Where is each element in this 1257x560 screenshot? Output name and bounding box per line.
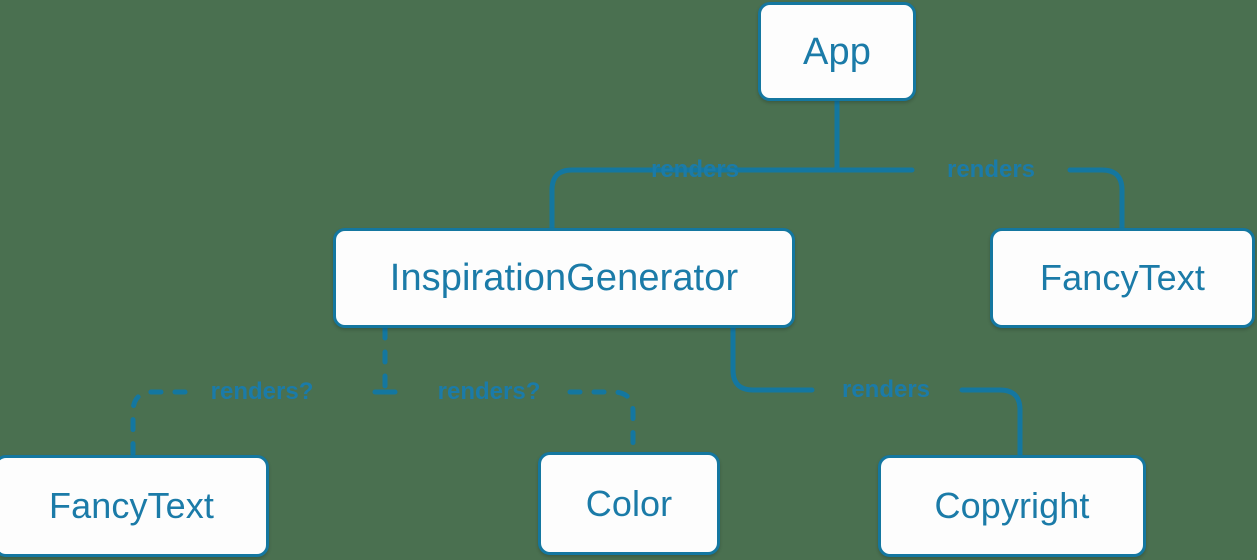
node-app-label: App bbox=[803, 30, 871, 73]
edge-inspirationgenerator-to-fancytext bbox=[130, 389, 388, 458]
edge-app-to-fancytext bbox=[834, 167, 1125, 231]
node-copyright-label: Copyright bbox=[934, 485, 1090, 526]
node-copyright[interactable]: Copyright bbox=[878, 455, 1146, 557]
edge-label-inspirationgenerator-to-color: renders? bbox=[437, 378, 541, 405]
edge-label-inspirationgenerator-to-copyright: renders bbox=[841, 376, 931, 403]
edge-inspirationgenerator-to-copyright bbox=[730, 325, 1023, 458]
node-fancytext-left[interactable]: FancyText bbox=[0, 455, 269, 557]
node-color[interactable]: Color bbox=[538, 452, 720, 555]
node-app[interactable]: App bbox=[758, 2, 916, 101]
edge-inspirationgenerator-to-color bbox=[382, 389, 636, 455]
node-fancytext-right[interactable]: FancyText bbox=[990, 228, 1255, 328]
edge-app-to-inspirationgenerator bbox=[549, 167, 840, 231]
node-inspirationgenerator-label: InspirationGenerator bbox=[389, 257, 739, 299]
node-fancytext-left-label: FancyText bbox=[49, 485, 214, 526]
edge-label-inspirationgenerator-to-fancytext: renders? bbox=[210, 378, 314, 405]
node-color-label: Color bbox=[585, 482, 673, 524]
edge-label-app-to-fancytext: renders bbox=[946, 156, 1036, 183]
edge-label-app-to-inspirationgenerator: renders bbox=[650, 156, 740, 183]
node-fancytext-right-label: FancyText bbox=[1040, 257, 1205, 298]
node-inspirationgenerator[interactable]: InspirationGenerator bbox=[333, 228, 795, 328]
